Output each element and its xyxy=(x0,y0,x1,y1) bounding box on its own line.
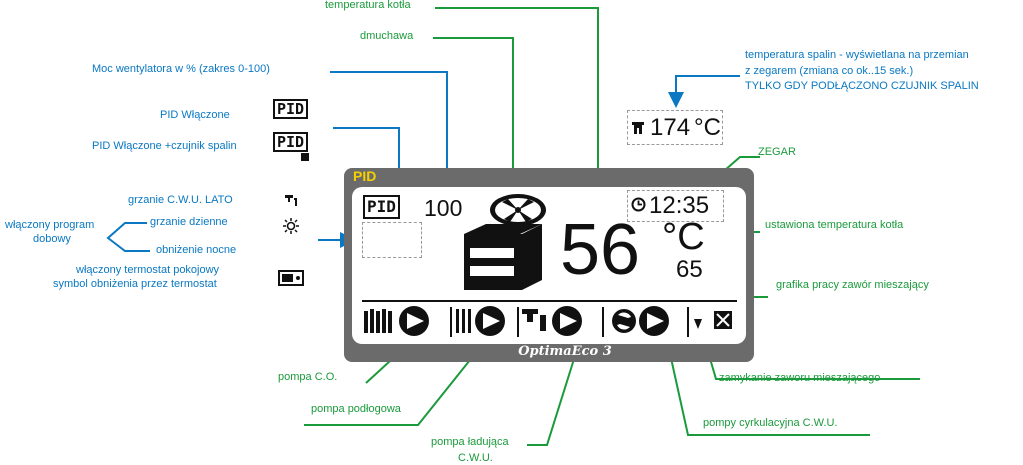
tap-icon xyxy=(285,195,297,206)
flue-temp-value: 174 xyxy=(650,114,691,141)
status-bar-divider xyxy=(362,300,737,302)
label-program-1: włączony program xyxy=(5,219,95,231)
flue-temp-box xyxy=(627,110,723,145)
fan-icon xyxy=(490,194,546,226)
line-spaliny xyxy=(668,75,740,108)
set-temp-value: 65 xyxy=(676,256,703,283)
label-pompy-cyrkulacyjna: pompy cyrkulacyjna C.W.U. xyxy=(703,417,838,429)
line-pompa-ladujaca xyxy=(527,336,585,446)
chimney-icon xyxy=(632,122,644,134)
pid-czujnik-symbol: PID xyxy=(273,132,309,152)
label-pid-czujnik: PID Włączone +czujnik spalin xyxy=(92,140,237,152)
label-dmuchawa: dmuchawa xyxy=(360,30,414,42)
line-moc xyxy=(330,71,455,190)
label-pompa-podlogowa: pompa podłogowa xyxy=(311,403,401,415)
line-temp-kotla xyxy=(435,7,606,212)
label-termostat-1: włączony termostat pokojowy xyxy=(76,264,220,276)
label-pid-wlaczone: PID Włączone xyxy=(160,109,230,121)
label-spaliny-3: TYLKO GDY PODŁĄCZONO CZUJNIK SPALIN xyxy=(745,80,979,92)
label-pompa-ladujaca-2: C.W.U. xyxy=(458,452,493,464)
clock-icon xyxy=(631,197,646,212)
clock-box xyxy=(627,190,724,222)
thermostat-icon xyxy=(278,270,304,286)
label-moc-wentylatora: Moc wentylatora w % (zakres 0-100) xyxy=(92,63,270,75)
boiler-temp-value: 56 xyxy=(560,210,641,290)
label-grzanie-dzienne: grzanie dzienne xyxy=(150,216,228,228)
line-pompy-cyrk xyxy=(661,336,870,436)
moon-icon xyxy=(287,244,294,258)
label-pompa-ladujaca-1: pompa ładująca xyxy=(431,436,509,448)
line-dmuchawa xyxy=(433,37,521,192)
brand-label: OptimaEco 3 xyxy=(518,344,612,359)
label-zamykanie-zaworu: zamykanie zaworu mieszającego xyxy=(719,372,881,384)
program-indicator-placeholder xyxy=(362,222,422,258)
label-program-2: dobowy xyxy=(33,233,71,245)
label-zegar: ZEGAR xyxy=(758,146,796,158)
label-ustawiona-temperatura: ustawiona temperatura kotła xyxy=(765,219,904,231)
label-grzanie-cwu: grzanie C.W.U. LATO xyxy=(128,194,233,206)
label-pompa-co: pompa C.O. xyxy=(278,371,338,383)
line-brace xyxy=(106,222,150,252)
label-obnizenie-nocne: obniżenie nocne xyxy=(156,244,237,256)
label-spaliny-2: z zegarem (zmiana co ok..15 sek.) xyxy=(745,65,914,77)
label-temperatura-kotla: temperatura kotła xyxy=(325,0,411,11)
pid-header-label: PID xyxy=(353,168,377,184)
boiler-temp-unit: °C xyxy=(662,216,705,258)
pump-status-bar xyxy=(364,306,732,337)
sun-icon xyxy=(283,218,299,234)
pid-symbol: PID xyxy=(273,99,309,119)
line-pid xyxy=(333,127,407,190)
label-grafika-zawor: grafika pracy zawór mieszający xyxy=(776,279,929,291)
label-termostat-2: symbol obniżenia przez termostat xyxy=(53,278,217,290)
fan-power-value: 100 xyxy=(424,195,463,221)
clock-value: 12:35 xyxy=(649,192,710,219)
line-pompa-podlogowa xyxy=(304,336,489,426)
label-spaliny-1: temperatura spalin - wyświetlana na prze… xyxy=(745,49,969,61)
czujnik-marker-icon xyxy=(301,153,309,161)
lcd-pid-indicator: PID xyxy=(363,195,400,219)
boiler-icon xyxy=(464,224,542,290)
flue-temp-unit: °C xyxy=(694,114,721,141)
